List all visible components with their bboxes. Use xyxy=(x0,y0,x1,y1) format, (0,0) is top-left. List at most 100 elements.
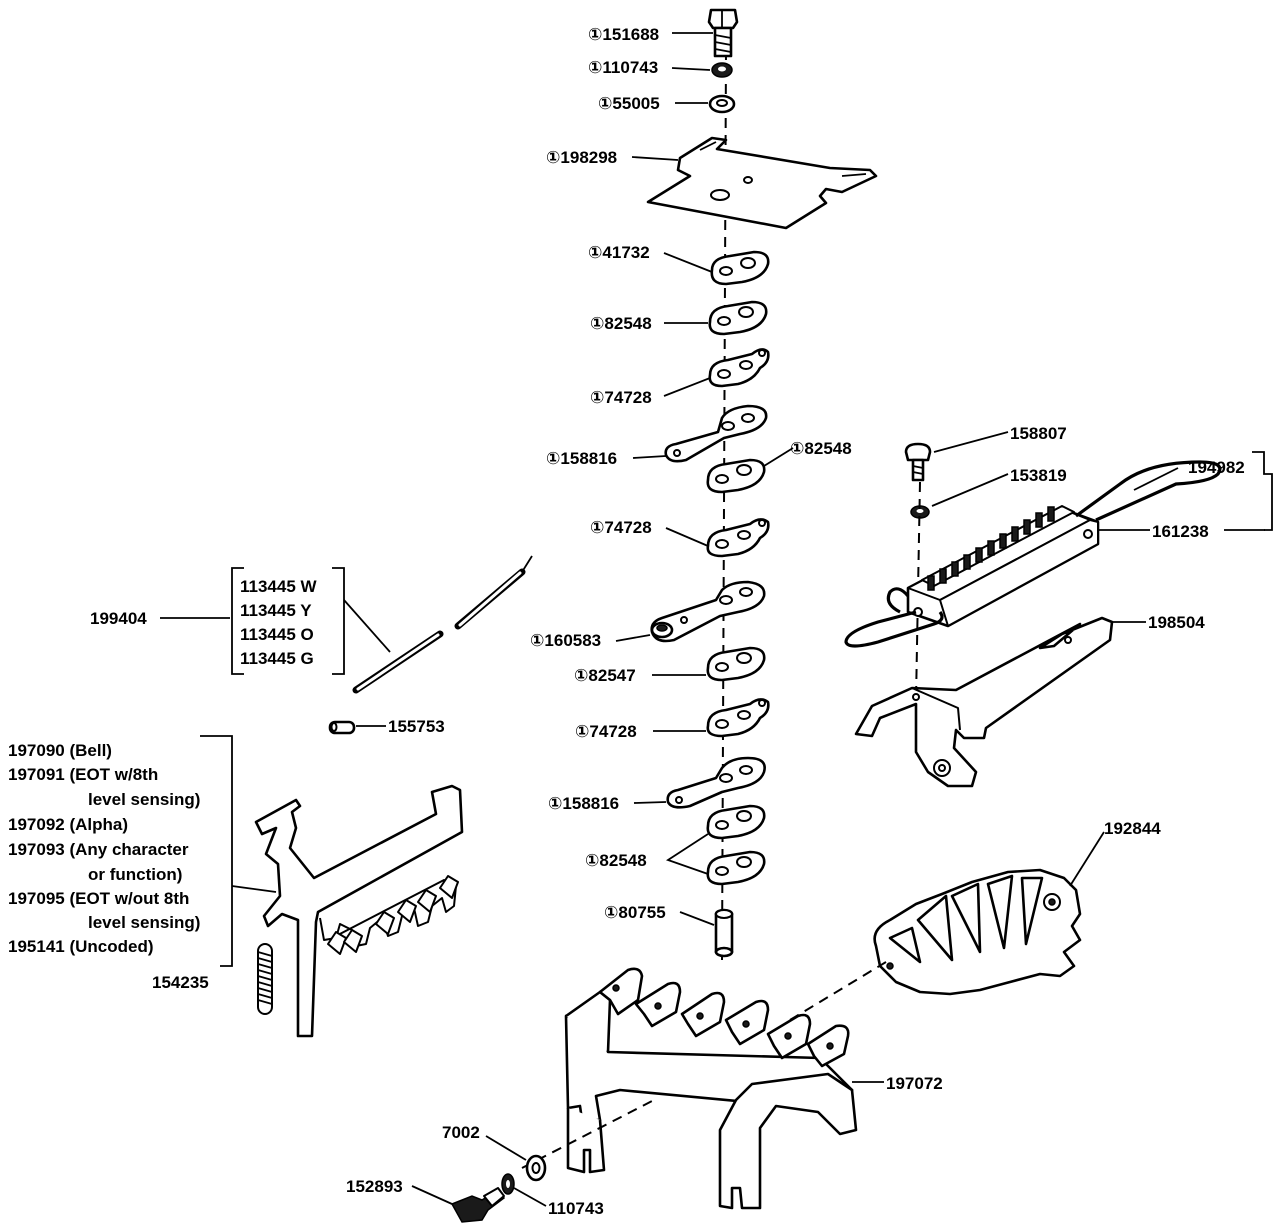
leader-158816-b xyxy=(633,801,667,804)
callout-197072: 197072 xyxy=(886,1074,943,1093)
leader-82548-b xyxy=(763,447,794,467)
bracket-wire-variants xyxy=(231,567,244,675)
code-bar-variant-list: 197090 (Bell) 197091 (EOT w/8th level se… xyxy=(8,741,200,956)
callout-74728-b: ①74728 xyxy=(590,518,652,537)
callout-82548-c: ①82548 xyxy=(585,851,647,870)
bracket-code-bar-variants xyxy=(200,735,233,967)
code-bar-variant-5b: level sensing) xyxy=(88,913,200,932)
leader-82548-c xyxy=(665,833,709,875)
link-74728-a xyxy=(708,348,770,388)
leader-153819 xyxy=(931,473,1009,507)
callout-80755: ①80755 xyxy=(604,903,666,922)
leader-110743-top xyxy=(671,67,711,71)
lever-assembly-197072 xyxy=(564,967,858,1210)
screw-icon xyxy=(707,8,739,58)
code-bar-tines xyxy=(327,875,459,955)
plate-192844 xyxy=(873,868,1082,996)
callout-198504: 198504 xyxy=(1148,613,1205,632)
washer-icon xyxy=(501,1173,515,1195)
callout-158816-a: ①158816 xyxy=(546,449,617,468)
leader-192844 xyxy=(1069,831,1105,887)
wire-variant-2: 113445 Y xyxy=(240,601,312,620)
callout-74728-c: ①74728 xyxy=(575,722,637,741)
leader-152893 xyxy=(411,1185,453,1205)
callout-110743-top: ①110743 xyxy=(588,58,658,77)
spacer-80755 xyxy=(714,908,734,958)
callout-158807: 158807 xyxy=(1010,424,1067,443)
link-82548-c-lower xyxy=(706,850,766,886)
leader-80755 xyxy=(679,911,715,926)
callout-41732: ①41732 xyxy=(588,243,650,262)
terminal-155753 xyxy=(328,720,356,735)
link-82548-c-upper xyxy=(706,804,766,840)
lever-158816-b xyxy=(666,756,766,809)
connector-contact-slots xyxy=(927,506,1055,591)
wire-variant-1: 113445 W xyxy=(240,577,318,596)
callout-160583: ①160583 xyxy=(530,631,601,650)
leader-7002 xyxy=(485,1135,527,1161)
bracket-194982-161238 xyxy=(1252,451,1273,531)
wire-segments xyxy=(352,555,533,694)
link-74728-b xyxy=(706,518,770,558)
callout-198298: ①198298 xyxy=(546,148,617,167)
callout-82548-a: ①82548 xyxy=(590,314,652,333)
callout-194982: 194982 xyxy=(1188,458,1245,477)
leader-41732 xyxy=(663,252,713,273)
callout-192844: 192844 xyxy=(1104,819,1161,838)
washer-icon xyxy=(525,1154,547,1182)
lever-158816-a xyxy=(664,404,768,463)
link-82548-b xyxy=(706,458,766,494)
spring-icon xyxy=(257,943,273,1015)
link-41732 xyxy=(710,250,770,286)
callout-155753: 155753 xyxy=(388,717,445,736)
callout-7002: 7002 xyxy=(442,1123,480,1142)
connector-block-161238 xyxy=(906,505,1100,628)
washer-icon xyxy=(711,62,733,78)
code-bar-variant-2: 197091 (EOT w/8th xyxy=(8,765,158,784)
mounting-axis xyxy=(521,1099,655,1169)
callout-82547: ①82547 xyxy=(574,666,636,685)
bracket-wire-variants-right xyxy=(332,567,345,675)
code-bar-variant-5: 197095 (EOT w/out 8th xyxy=(8,889,189,908)
callout-82548-b: ①82548 xyxy=(790,439,852,458)
code-bar-variant-4: 197093 (Any character xyxy=(8,840,189,859)
screw-icon xyxy=(450,1187,506,1223)
callout-158816-b: ①158816 xyxy=(548,794,619,813)
bracket-198504 xyxy=(854,616,1114,788)
callout-199404: 199404 xyxy=(90,609,147,628)
wire-variant-3: 113445 O xyxy=(240,625,314,644)
callout-55005: ①55005 xyxy=(598,94,660,113)
link-82547 xyxy=(706,646,766,682)
leader-158807 xyxy=(933,431,1009,453)
leader-74728-a xyxy=(663,377,711,397)
leader-wire-variants xyxy=(343,599,391,653)
wire-variant-list: 113445 W 113445 Y 113445 O 113445 G xyxy=(240,577,318,668)
nut-icon xyxy=(708,94,736,114)
leader-code-bar xyxy=(231,885,277,893)
code-bar-variant-6: 195141 (Uncoded) xyxy=(8,937,154,956)
code-bar-variant-1: 197090 (Bell) xyxy=(8,741,112,760)
leader-160583 xyxy=(615,634,651,642)
link-74728-c xyxy=(706,698,770,738)
leader-198298 xyxy=(631,156,679,161)
code-bar-variant-2b: level sensing) xyxy=(88,790,200,809)
callout-153819: 153819 xyxy=(1010,466,1067,485)
callout-110743-bottom: 110743 xyxy=(548,1199,604,1218)
callout-74728-a: ①74728 xyxy=(590,388,652,407)
callout-151688: ①151688 xyxy=(588,25,659,44)
code-bar-variant-4b: or function) xyxy=(88,865,182,884)
link-82548-a xyxy=(708,300,768,336)
wire-variant-4: 113445 G xyxy=(240,649,314,668)
plate-axis xyxy=(789,961,887,1021)
leader-74728-b xyxy=(665,527,709,547)
screw-icon xyxy=(904,442,932,482)
leader-158816-a xyxy=(632,455,667,459)
leader-194982 xyxy=(1133,467,1179,491)
callout-161238: 161238 xyxy=(1152,522,1209,541)
code-bar-variant-3: 197092 (Alpha) xyxy=(8,815,128,834)
lever-160583 xyxy=(650,580,766,643)
code-bar xyxy=(254,784,464,1038)
leader-110743-bottom xyxy=(513,1187,547,1207)
callout-152893: 152893 xyxy=(346,1177,403,1196)
